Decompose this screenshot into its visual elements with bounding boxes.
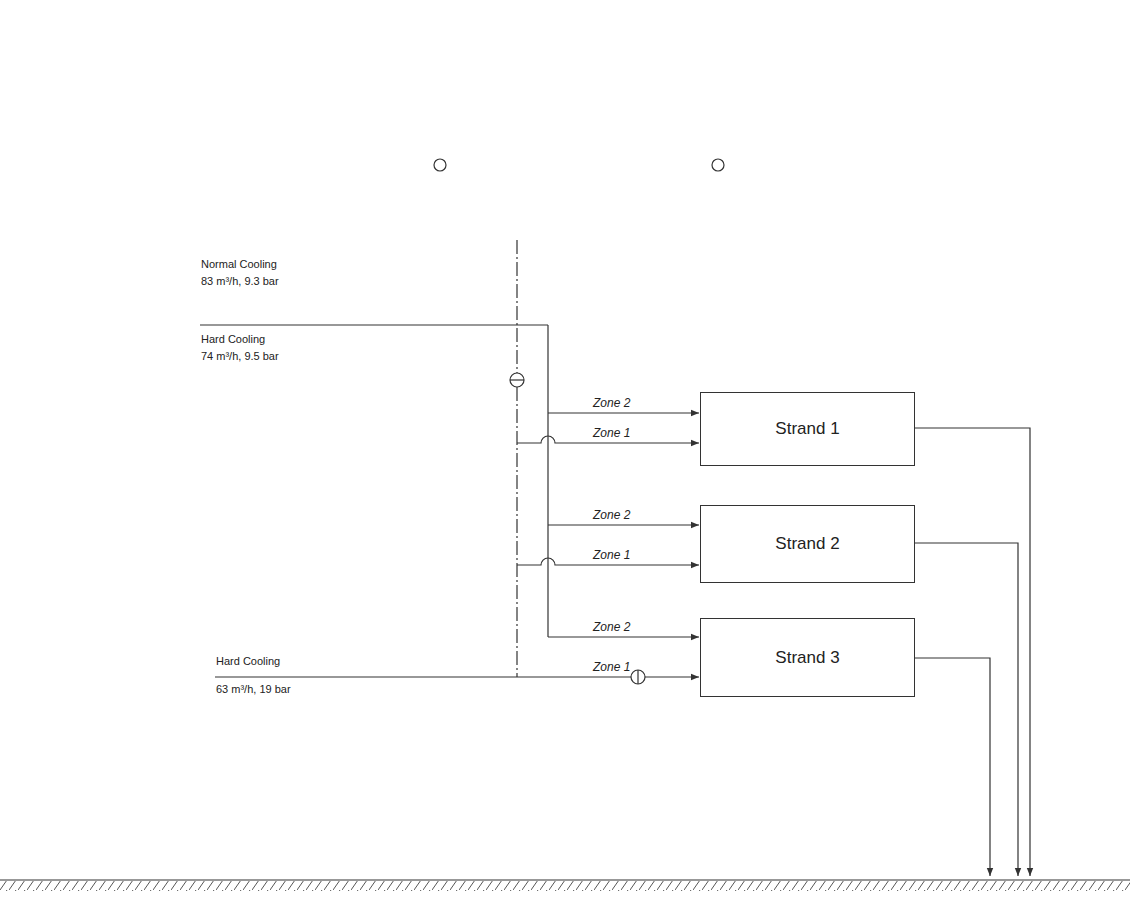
zone-label: Zone 1 — [592, 426, 631, 440]
outlet-pipe — [915, 658, 990, 876]
normal-supply-line — [200, 324, 548, 325]
valve-symbol — [510, 373, 524, 387]
supply-label: Normal Cooling — [200, 258, 278, 271]
zone-label: Zone 1 — [592, 660, 631, 674]
zone-label: Zone 2 — [592, 508, 631, 522]
hard-supply-line — [215, 676, 699, 677]
supply-label: 83 m³/h, 9.3 bar — [200, 275, 280, 288]
strand-label: Strand 1 — [775, 419, 839, 439]
supply-label: Hard Cooling — [200, 333, 266, 346]
zone-label: Zone 2 — [592, 620, 631, 634]
strand-box: Strand 3 — [700, 618, 915, 697]
zone2-pipe — [548, 412, 699, 413]
supply-label: Hard Cooling — [215, 655, 281, 668]
outlet-pipe — [915, 543, 1018, 876]
strand-box: Strand 1 — [700, 392, 915, 466]
zone2-pipe — [548, 524, 699, 525]
supply-label: 74 m³/h, 9.5 bar — [200, 350, 280, 363]
ground-line — [0, 879, 1130, 880]
outlet-pipe — [915, 428, 1030, 876]
zone-label: Zone 1 — [592, 548, 631, 562]
zone1-header — [516, 240, 517, 677]
small-circle — [434, 159, 446, 171]
zone2-pipe — [548, 636, 699, 637]
zone2-header — [547, 325, 548, 637]
ground-hatch — [0, 881, 1130, 891]
supply-label: 63 m³/h, 19 bar — [215, 683, 292, 696]
valve-symbol — [631, 670, 645, 684]
zone-label: Zone 2 — [592, 396, 631, 410]
valve-symbol — [637, 670, 638, 684]
strand-label: Strand 3 — [775, 648, 839, 668]
strand-box: Strand 2 — [700, 505, 915, 583]
valve-symbol — [510, 379, 524, 380]
strand-label: Strand 2 — [775, 534, 839, 554]
small-circle — [712, 159, 724, 171]
